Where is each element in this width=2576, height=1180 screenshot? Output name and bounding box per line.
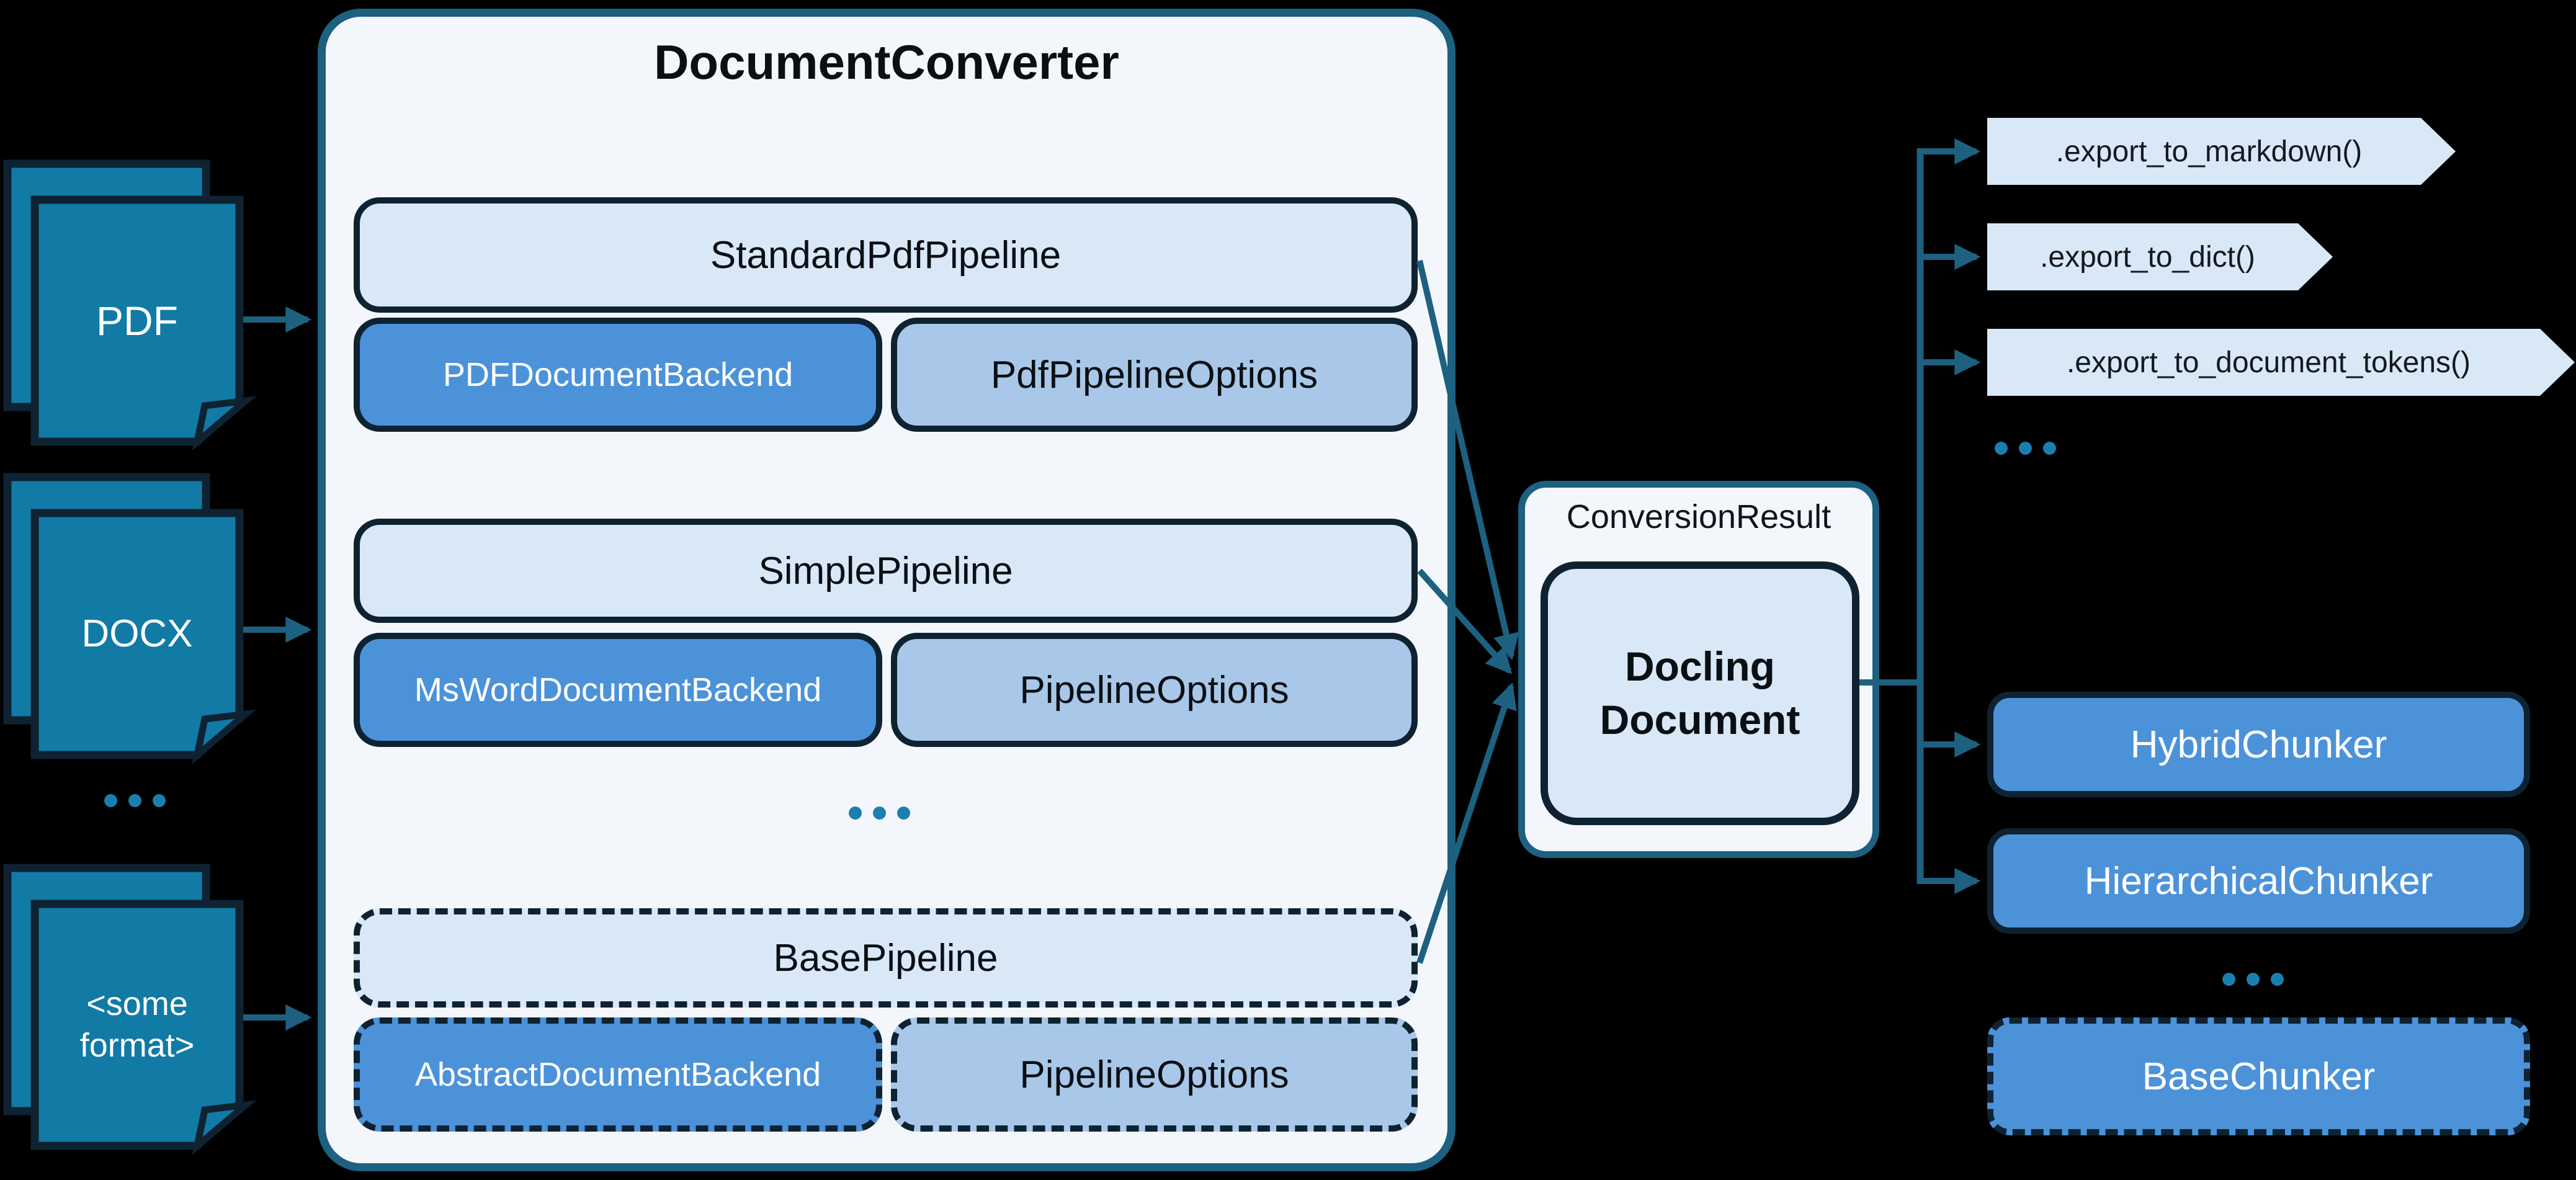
- docx-document-stack-icon: [0, 454, 261, 764]
- pipeline-standard-pdf: StandardPdfPipeline: [354, 197, 1418, 313]
- options-pipeline-base: PipelineOptions: [891, 1017, 1418, 1132]
- export-to-dict-tag: .export_to_dict(): [1987, 223, 2333, 290]
- backend-pdf: PDFDocumentBackend: [354, 318, 882, 432]
- docx-label: DOCX: [81, 612, 193, 656]
- docling-document-box: Docling Document: [1541, 561, 1859, 825]
- ellipsis-icon: [849, 807, 910, 820]
- pdf-label: PDF: [96, 297, 178, 344]
- ellipsis-icon: [2222, 973, 2284, 986]
- export-to-document-tokens-tag: .export_to_document_tokens(): [1987, 329, 2575, 396]
- pipeline-simple: SimplePipeline: [354, 519, 1418, 623]
- ellipsis-icon: [104, 794, 166, 807]
- pipeline-base: BasePipeline: [354, 908, 1418, 1008]
- options-pdf-pipeline: PdfPipelineOptions: [891, 318, 1418, 432]
- backend-msword: MsWordDocumentBackend: [354, 633, 882, 747]
- options-pipeline: PipelineOptions: [891, 633, 1418, 747]
- pdf-document-stack-icon: [0, 140, 261, 451]
- export-to-markdown-tag: .export_to_markdown(): [1987, 118, 2456, 185]
- backend-abstract: AbstractDocumentBackend: [354, 1017, 882, 1132]
- ellipsis-icon: [1995, 442, 2056, 455]
- base-chunker-box: BaseChunker: [1987, 1017, 2530, 1135]
- hierarchical-chunker-box: HierarchicalChunker: [1987, 828, 2530, 934]
- document-converter-title: DocumentConverter: [654, 34, 1119, 89]
- some-format-document-stack-icon: [0, 844, 261, 1155]
- hybrid-chunker-box: HybridChunker: [1987, 692, 2530, 797]
- some-format-label: <some format>: [79, 985, 195, 1065]
- conversion-result-label: ConversionResult: [1566, 498, 1831, 535]
